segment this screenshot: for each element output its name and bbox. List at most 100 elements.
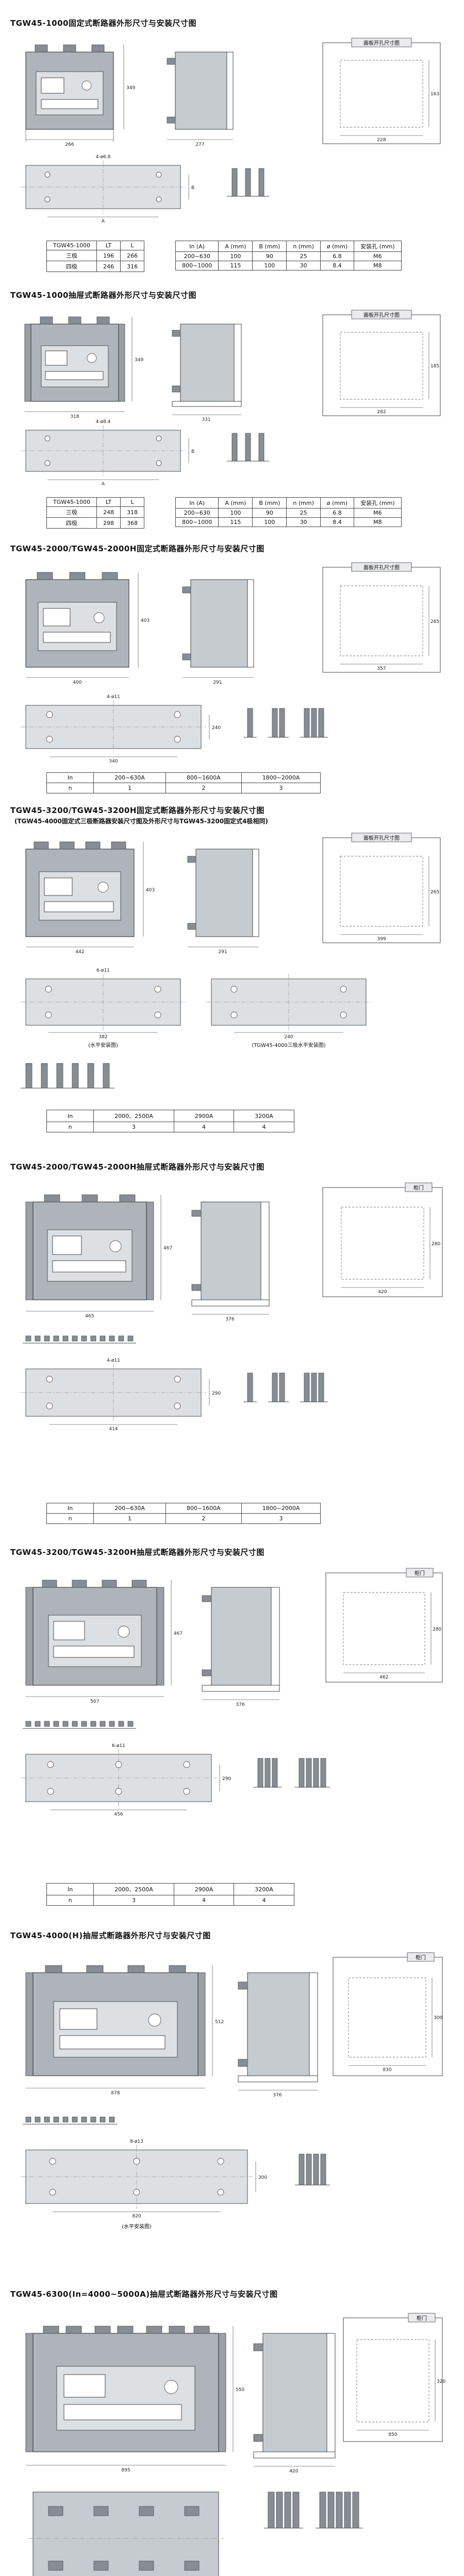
technical-drawing: 318 349 331 面板开孔尺寸图 282: [21, 310, 441, 487]
section-title: TGW45-1000固定式断路器外形尺寸与安装尺寸图: [10, 19, 196, 28]
table-cell: 三极: [46, 506, 97, 518]
plan-view-left: 6-ø11 382 (水平安装图): [21, 968, 186, 1048]
plan-view: 4-ø6.8 A B: [21, 155, 194, 224]
table-cell: 100: [252, 517, 287, 527]
mounting-dimension-table: In (A)A (mm)B (mm)n (mm)ø (mm)安装孔 (mm)20…: [175, 241, 402, 270]
busbar-detail-view: [21, 1063, 114, 1089]
section-title: TGW45-6300(In=4000~5000A)抽屉式断路器外形尺寸与安装尺寸…: [10, 2290, 278, 2299]
table-header-cell: 1800~2000A: [241, 1503, 321, 1514]
dimension-label: 467: [163, 1246, 172, 1251]
table-header-cell: 200~630A: [93, 1503, 166, 1514]
table-header-cell: ø (mm): [320, 497, 355, 509]
table-header-cell: 3200A: [234, 1110, 294, 1122]
plan-view: 6-ø11 456 290: [21, 1743, 231, 1817]
dimension-label: 550: [236, 2387, 244, 2393]
dimension-label: 878: [111, 2091, 120, 2096]
view-label: 面板开孔尺寸图: [363, 835, 400, 841]
table-cell: M6: [354, 251, 402, 261]
table-header-cell: LT: [96, 241, 121, 250]
dimension-label: 403: [141, 618, 150, 623]
dimension-label: 830: [383, 2067, 391, 2073]
table-cell: 100: [218, 251, 253, 261]
table-cell: 25: [286, 251, 321, 261]
side-view: 420: [253, 2333, 336, 2474]
dimension-label: 318: [70, 414, 79, 419]
table-header-cell: 2900A: [173, 1883, 235, 1895]
table-cell: M8: [354, 517, 402, 527]
table-cell: 6.8: [320, 508, 355, 518]
dimension-label: 465: [85, 1314, 94, 1319]
dimension-label: B: [191, 449, 194, 454]
door-cutout-view: 柜门 462 280: [325, 1568, 443, 1683]
dimension-label: 850: [388, 2432, 397, 2437]
table-cell: 1: [93, 1513, 166, 1524]
table-cell: n: [46, 1122, 94, 1132]
view-label: 面板开孔尺寸图: [363, 564, 400, 571]
technical-drawing: 266 349 277 面板开孔尺寸图 228 163: [21, 38, 441, 224]
rear-view: [28, 2492, 224, 2576]
dimension-label: 376: [236, 1702, 244, 1707]
section-tgw45-2000-drawout: TGW45-2000/TGW45-2000H抽屉式断路器外形尺寸与安装尺寸图 4…: [0, 1157, 464, 1543]
section-tgw45-1000-fixed: TGW45-1000固定式断路器外形尺寸与安装尺寸图 266 349: [0, 13, 464, 285]
table-cell: 3: [93, 1122, 174, 1132]
dimension-label: 300: [258, 2175, 267, 2180]
front-view: 895 550: [25, 2326, 244, 2473]
panel-cutout-view: 面板开孔尺寸图 357 265: [322, 562, 441, 673]
dimension-label: 163: [430, 92, 439, 97]
technical-drawing: 895 550 420 柜门 850 320: [25, 2313, 445, 2576]
table-header-cell: n (mm): [286, 241, 321, 252]
front-view: 878 512: [25, 1965, 224, 2096]
door-cutout-view: 柜门 420 280: [322, 1182, 443, 1297]
dimension-label: 376: [225, 1317, 234, 1322]
table-header-cell: 安装孔 (mm): [354, 497, 402, 509]
section-title: TGW45-3200/TGW45-3200H抽屉式断路器外形尺寸与安装尺寸图: [10, 1548, 264, 1557]
section-tgw45-2000-fixed: TGW45-2000/TGW45-2000H固定式断路器外形尺寸与安装尺寸图 4…: [0, 539, 464, 801]
table-header-cell: B (mm): [252, 497, 287, 509]
table-header-cell: In (A): [175, 241, 219, 252]
table-cell: 100: [252, 261, 287, 270]
table-cell: n: [46, 1513, 94, 1524]
dimension-label: 6-ø11: [112, 1743, 125, 1749]
busbar-detail-view: [243, 1372, 328, 1402]
table-cell: 30: [286, 517, 321, 527]
table-cell: 100: [218, 508, 253, 518]
dimension-label: 400: [73, 680, 81, 685]
dimension-label: 280: [433, 1627, 441, 1632]
dimension-label: 357: [377, 666, 386, 671]
table-cell: 316: [120, 261, 145, 272]
dimension-label: B: [191, 185, 194, 191]
plan-view: 4-ø11 340 240: [21, 694, 221, 764]
table-header-cell: 2900A: [173, 1110, 235, 1122]
section-title: TGW45-2000/TGW45-2000H抽屉式断路器外形尺寸与安装尺寸图: [10, 1162, 264, 1172]
table-header-cell: In (A): [175, 497, 219, 509]
table-header-cell: LT: [96, 497, 121, 507]
front-view: 507 467: [25, 1580, 183, 1704]
side-view: 277: [167, 52, 234, 147]
table-header-cell: 200~630A: [93, 772, 166, 783]
plan-view: 4-ø11 414 290: [21, 1358, 221, 1432]
table-header-cell: ø (mm): [320, 241, 355, 252]
panel-cutout-view: 面板开孔尺寸图 282 185: [322, 310, 441, 416]
table-cell: 4: [173, 1122, 235, 1132]
table-cell: 800~1000: [175, 261, 219, 270]
terminal-detail-view: [227, 168, 269, 197]
dimension-label: 331: [202, 417, 210, 422]
view-label: (水平安装图): [122, 2223, 152, 2230]
table-cell: 3: [241, 1513, 321, 1524]
dimension-label: 282: [377, 410, 386, 415]
plan-view: 8-ø13 820 300 (水平安装图): [21, 2139, 267, 2230]
dimension-label: 382: [98, 1035, 107, 1040]
